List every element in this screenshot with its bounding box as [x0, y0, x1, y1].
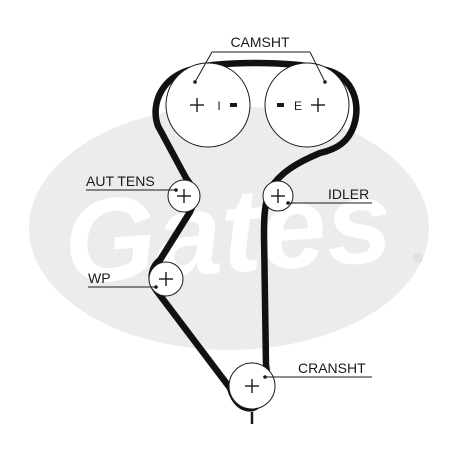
camshaft-intake-timing-notch [230, 103, 237, 107]
camshaft-intake-pulley: I [165, 62, 251, 148]
idler-label: IDLER [328, 186, 369, 202]
auto-tensioner-callout: AUT TENS [86, 173, 178, 192]
crankshaft-callout: CRANSHT [263, 360, 372, 379]
auto-tensioner-pulley [167, 179, 201, 213]
water-pump-pulley [148, 261, 184, 297]
idler-callout: IDLER [286, 186, 372, 205]
camshaft-callout: CAMSHT [193, 34, 327, 84]
watermark-registered-mark: ® [414, 251, 423, 265]
camshaft-exhaust-mark: E [294, 99, 302, 113]
idler-pulley [262, 180, 294, 212]
camshaft-intake-mark: I [217, 99, 220, 113]
water-pump-callout: WP [88, 270, 158, 289]
watermark-brand: Gates [60, 155, 396, 310]
camshaft-exhaust-timing-notch [277, 103, 284, 107]
crankshaft-label: CRANSHT [298, 360, 366, 376]
gates-watermark: Gates ® [29, 106, 429, 350]
water-pump-label: WP [88, 270, 111, 286]
camshaft-exhaust-pulley: E [264, 62, 350, 148]
crankshaft-pulley [228, 362, 276, 424]
camshaft-label: CAMSHT [230, 34, 290, 50]
auto-tensioner-label: AUT TENS [86, 173, 155, 189]
watermark-ellipse [29, 106, 429, 350]
